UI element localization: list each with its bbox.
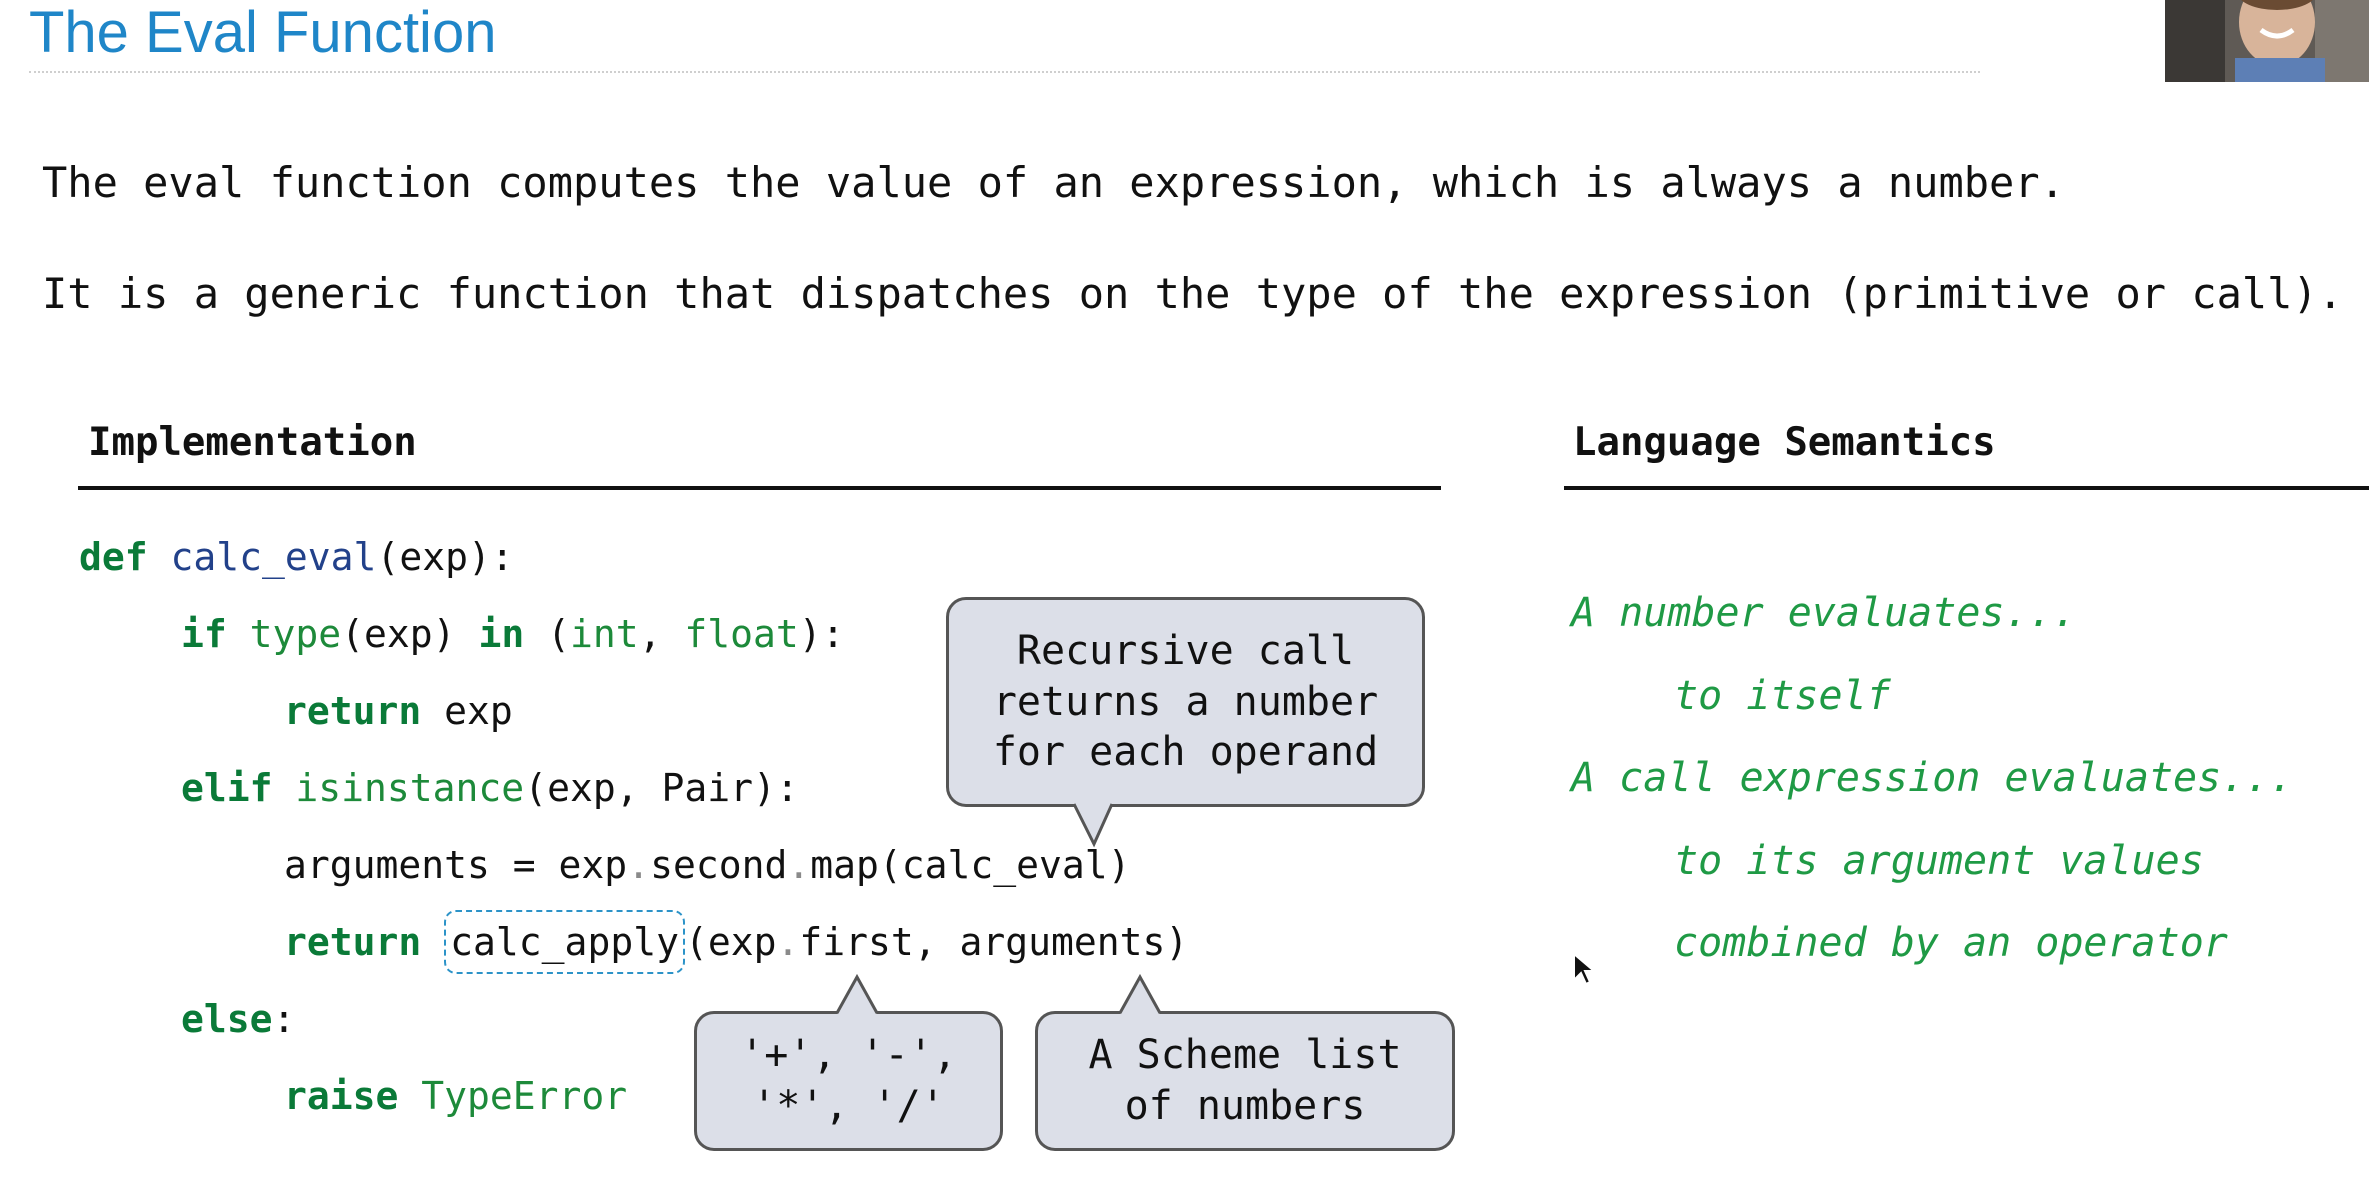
semantics-line-argument-values: to its argument values bbox=[1674, 838, 2204, 884]
callout-scheme-list: A Scheme list of numbers bbox=[1035, 1011, 1455, 1151]
semantics-line-itself: to itself bbox=[1674, 673, 1891, 719]
code-line-else: else: bbox=[181, 1000, 295, 1038]
code-text: arguments = exp bbox=[284, 843, 628, 887]
keyword-raise: raise bbox=[284, 1074, 399, 1118]
keyword-in: in bbox=[478, 612, 525, 656]
mouse-cursor-icon bbox=[1573, 952, 1596, 986]
keyword-else: else bbox=[181, 997, 273, 1041]
code-dot: . bbox=[776, 920, 800, 964]
builtin-float: float bbox=[684, 612, 799, 656]
builtin-type: type bbox=[249, 612, 342, 656]
code-text: ( bbox=[524, 612, 570, 656]
code-text: (exp, Pair): bbox=[524, 766, 799, 810]
builtin-int: int bbox=[569, 612, 639, 656]
code-line-def: def calc_eval(exp): bbox=[79, 538, 514, 576]
calc-apply-highlight: calc_apply bbox=[444, 910, 685, 974]
code-text: : bbox=[272, 997, 296, 1041]
intro-line-1: The eval function computes the value of … bbox=[42, 158, 2065, 207]
callout-recursive-pointer bbox=[1072, 803, 1114, 848]
implementation-rule bbox=[78, 486, 1441, 490]
implementation-heading: Implementation bbox=[88, 420, 417, 465]
keyword-return: return bbox=[284, 689, 422, 733]
builtin-isinstance: isinstance bbox=[295, 766, 525, 810]
code-text: first, arguments) bbox=[799, 920, 1189, 964]
code-text: (exp): bbox=[376, 535, 514, 579]
code-dot: . bbox=[627, 843, 651, 887]
semantics-rule bbox=[1564, 486, 2369, 490]
callout-operators-pointer bbox=[835, 973, 879, 1015]
code-line-return-apply: return calc_apply(exp.first, arguments) bbox=[284, 910, 1189, 974]
code-line-raise: raise TypeError bbox=[284, 1077, 627, 1115]
intro-line-2: It is a generic function that dispatches… bbox=[42, 269, 2344, 318]
code-text: (exp) bbox=[341, 612, 479, 656]
semantics-heading: Language Semantics bbox=[1573, 420, 1996, 465]
function-name-calc-eval: calc_eval bbox=[170, 535, 377, 579]
callout-scheme-list-pointer bbox=[1118, 973, 1162, 1015]
code-line-arguments: arguments = exp.second.map(calc_eval) bbox=[284, 846, 1131, 884]
keyword-if: if bbox=[181, 612, 227, 656]
callout-recursive-call: Recursive call returns a number for each… bbox=[946, 597, 1425, 807]
keyword-def: def bbox=[79, 535, 148, 579]
keyword-elif: elif bbox=[181, 766, 273, 810]
semantics-line-call: A call expression evaluates... bbox=[1571, 755, 2294, 801]
semantics-line-number: A number evaluates... bbox=[1571, 590, 2077, 636]
keyword-return: return bbox=[284, 920, 422, 964]
title-divider bbox=[29, 71, 1980, 73]
code-line-elif: elif isinstance(exp, Pair): bbox=[181, 769, 799, 807]
callout-operators: '+', '-', '*', '/' bbox=[694, 1011, 1003, 1151]
code-text: second bbox=[650, 843, 788, 887]
code-text: map(calc_eval) bbox=[810, 843, 1131, 887]
code-line-if: if type(exp) in (int, float): bbox=[181, 615, 845, 653]
code-text: ): bbox=[798, 612, 845, 656]
slide-title: The Eval Function bbox=[29, 0, 497, 65]
code-line-return-exp: return exp bbox=[284, 692, 513, 730]
code-text: , bbox=[638, 612, 685, 656]
code-text: exp bbox=[421, 689, 513, 733]
code-text: (exp bbox=[684, 920, 777, 964]
code-dot: . bbox=[787, 843, 811, 887]
presenter-webcam-icon bbox=[2165, 0, 2369, 82]
presenter-webcam-thumbnail bbox=[2165, 0, 2369, 82]
semantics-line-operator: combined by an operator bbox=[1674, 920, 2228, 966]
builtin-typeerror: TypeError bbox=[421, 1074, 628, 1118]
